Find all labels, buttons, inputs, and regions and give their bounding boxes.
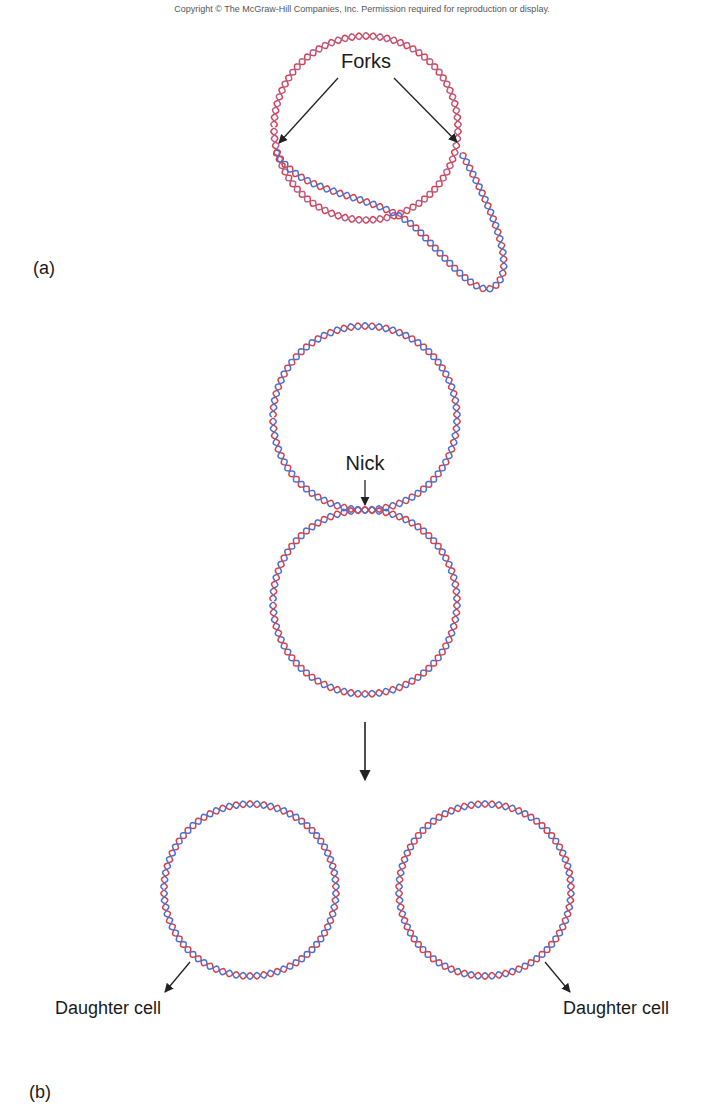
process-arrow [364, 722, 366, 780]
dna-strand [275, 150, 507, 292]
leader-line [279, 78, 338, 143]
leader-line [545, 962, 570, 992]
dna-helix-group [161, 33, 574, 979]
callout-label: Nick [346, 452, 385, 475]
dna-strand [270, 323, 460, 513]
leader-line [394, 78, 457, 142]
dna-strand [270, 323, 460, 513]
dna-strand [161, 801, 339, 979]
dna-strand [271, 33, 461, 223]
copyright-notice: Copyright © The McGraw-Hill Companies, I… [174, 4, 549, 14]
callout-label: Daughter cell [55, 998, 161, 1019]
callout-label: Forks [341, 50, 391, 73]
leader-line [165, 962, 190, 992]
callout-label: Daughter cell [563, 998, 669, 1019]
dna-strand [274, 150, 507, 292]
dna-strand [271, 33, 461, 223]
dna-strand [270, 507, 460, 697]
panel-label: (b) [29, 1082, 51, 1103]
dna-strand [396, 801, 574, 979]
dna-strand [161, 801, 339, 979]
dna-strand [396, 801, 574, 979]
panel-label: (a) [33, 258, 55, 279]
leader-line [364, 480, 365, 505]
dna-strand [270, 507, 460, 697]
